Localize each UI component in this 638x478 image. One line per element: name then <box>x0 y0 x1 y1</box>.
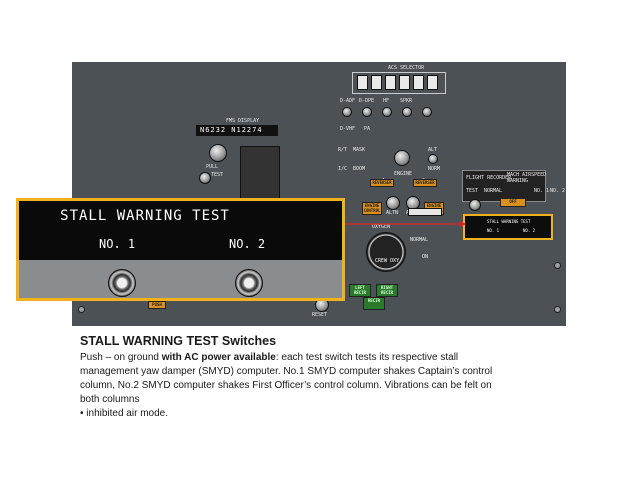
mach-warning-label: MACH AIRSPEED WARNING <box>507 172 547 184</box>
engine-label: ENGINE <box>394 171 413 177</box>
reverser-1-light: REVERSER <box>370 179 394 187</box>
description-caption: STALL WARNING TEST Switches Push – on gr… <box>80 334 560 421</box>
fr-off-light: OFF <box>500 198 526 207</box>
acs-toggle-6[interactable] <box>427 75 438 90</box>
acs-selector-box <box>352 72 446 94</box>
acs-toggle-5[interactable] <box>413 75 424 90</box>
stall-warning-title: STALL WARNING TEST <box>60 208 230 224</box>
right-recir-light: RIGHT RECIR <box>376 284 398 297</box>
acs-selector-title: ACS SELECTOR <box>388 65 425 71</box>
panel-screw-1 <box>78 306 85 313</box>
reset-label: RESET <box>312 312 328 318</box>
stall-warning-label-plate: STALL WARNING TEST NO. 1 NO. 2 <box>19 201 342 260</box>
acs-toggle-2[interactable] <box>371 75 382 90</box>
stall-no1-label: NO. 1 <box>99 237 136 251</box>
acs-label-1: D-ADF <box>340 98 356 104</box>
caption-line-1c: : each test switch tests its respective … <box>275 352 459 363</box>
caption-line-1a: Push – on ground <box>80 352 162 363</box>
stall-warning-test-zoom: STALL WARNING TEST NO. 1 NO. 2 <box>16 198 345 301</box>
acs-label-2: D-DPE <box>359 98 375 104</box>
pull-label: PULL <box>206 164 219 170</box>
acs-sub-3: I/C <box>338 166 348 172</box>
caption-line-1: Push – on ground with AC power available… <box>80 351 560 365</box>
acs-toggle-3[interactable] <box>385 75 396 90</box>
acs-rotary-knob[interactable] <box>394 150 410 166</box>
acs-sub-6: NORM <box>428 166 441 172</box>
panel-screw-2 <box>554 306 561 313</box>
acs-toggle-4[interactable] <box>399 75 410 90</box>
acs-mini-knob-1[interactable] <box>342 107 352 117</box>
oxygen-switch-guard[interactable] <box>408 208 442 216</box>
flight-recorder-label: FLIGHT RECORDER <box>466 175 512 181</box>
cdu-code-display: N6232 N12274 <box>196 125 278 136</box>
small-stall-no2: NO. 2 <box>523 228 536 233</box>
acs-mini-knob-3[interactable] <box>382 107 392 117</box>
caption-line-1-bold: with AC power available <box>161 352 276 363</box>
fr-normal-label: NORMAL <box>484 188 503 194</box>
mach-no1-label: NO. 1 <box>534 188 550 194</box>
crew-oxy-label: CREW OXY <box>375 258 400 264</box>
small-stall-title: STALL WARNING TEST <box>487 219 531 224</box>
acs-sub-4: BOOM <box>353 166 366 172</box>
small-stall-no1: NO. 1 <box>487 228 500 233</box>
reverser-2-light: REVERSER <box>413 179 437 187</box>
acs-label-6: PA <box>364 126 371 132</box>
acs-mini-knob-4[interactable] <box>402 107 412 117</box>
acs-label-3: HF <box>383 98 390 104</box>
acs-sub-1: R/T <box>338 147 348 153</box>
oxygen-normal-label: NORMAL <box>410 237 429 243</box>
stall-test-no2-button[interactable] <box>235 269 263 297</box>
acs-label-4: SPKR <box>400 98 413 104</box>
acs-toggle-1[interactable] <box>357 75 368 90</box>
oxygen-on-label: ON <box>422 254 429 260</box>
oxygen-label: OXYGEN <box>372 224 391 230</box>
alt-label-1: ALTN <box>386 210 399 216</box>
panel-screw-3 <box>554 262 561 269</box>
acs-mini-knob-5[interactable] <box>422 107 432 117</box>
test-knob[interactable] <box>199 172 211 184</box>
fr-test-label: TEST <box>466 188 479 194</box>
engine-alt-1-button[interactable] <box>386 196 400 210</box>
acs-sub-2: MASK <box>353 147 366 153</box>
acs-mini-knob-2[interactable] <box>362 107 372 117</box>
fms-display-label: FMS DISPLAY <box>226 118 260 124</box>
caption-line-2: management yaw damper (SMYD) computer. N… <box>80 366 493 377</box>
oxygen-gauge <box>366 232 406 272</box>
caption-title: STALL WARNING TEST Switches <box>80 334 277 348</box>
caption-line-5: • inhibited air mode. <box>80 408 168 419</box>
engine-control-1-light: ENGINE CONTROL <box>362 202 382 215</box>
left-recir-light: LEFT RECIR <box>349 284 371 297</box>
stall-warning-panel-small: STALL WARNING TEST NO. 1 NO. 2 <box>463 214 553 240</box>
acs-sub-5: ALT <box>428 147 438 153</box>
caption-line-4: both columns <box>80 394 140 405</box>
flight-recorder-box <box>462 170 546 202</box>
push-light: PUSH <box>148 301 166 309</box>
recir-light: RECIR <box>363 297 385 310</box>
fr-test-switch[interactable] <box>469 199 481 211</box>
mach-no2-label: NO. 2 <box>550 188 566 194</box>
test-knob-label: TEST <box>211 172 224 178</box>
acs-label-5: D-VHF <box>340 126 356 132</box>
stall-no2-label: NO. 2 <box>229 237 266 251</box>
cdu-select-knob[interactable] <box>209 144 227 162</box>
stall-test-no1-button[interactable] <box>108 269 136 297</box>
cdu-keypad <box>240 146 280 200</box>
acs-alt-knob[interactable] <box>428 154 438 164</box>
caption-line-3: column, No.2 SMYD computer shakes First … <box>80 380 492 391</box>
cdu-code-text: N6232 N12274 <box>200 126 263 134</box>
